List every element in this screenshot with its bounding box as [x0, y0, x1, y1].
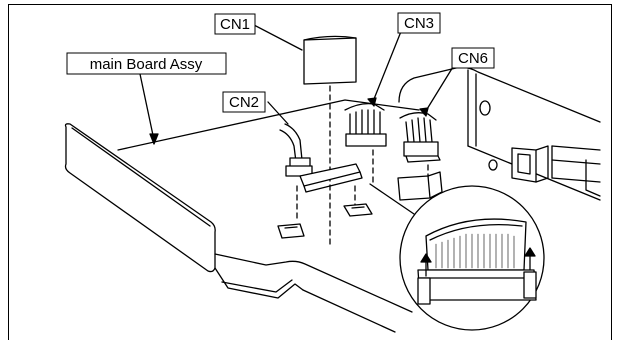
cn3-label-text: CN3	[404, 15, 434, 32]
label-leaders	[139, 23, 457, 145]
frame-top-border	[8, 4, 612, 5]
cn6-connector	[397, 112, 443, 201]
chassis	[64, 66, 601, 333]
cn1-label: CN1	[214, 13, 256, 35]
cn2-label-text: CN2	[229, 94, 259, 111]
cn1-ribbon-cable	[303, 35, 357, 85]
main-board-label-text: main Board Assy	[90, 56, 203, 73]
magnified-detail	[369, 183, 545, 331]
cn3-label: CN3	[397, 12, 441, 34]
frame-left-border	[8, 4, 9, 340]
cn6-label-text: CN6	[458, 50, 488, 67]
main-board-label: main Board Assy	[66, 52, 227, 75]
cn1-socket	[299, 163, 363, 193]
cn3-connector	[343, 102, 387, 217]
labels: CN1 CN3 CN6 CN2 main Board Assy	[66, 12, 495, 113]
cn1-label-text: CN1	[220, 16, 250, 33]
cn2-connector	[277, 123, 313, 239]
cn2-label: CN2	[222, 91, 266, 113]
guide-lines	[296, 85, 429, 249]
frame-right-border	[611, 4, 612, 340]
cn6-label: CN6	[451, 47, 495, 69]
